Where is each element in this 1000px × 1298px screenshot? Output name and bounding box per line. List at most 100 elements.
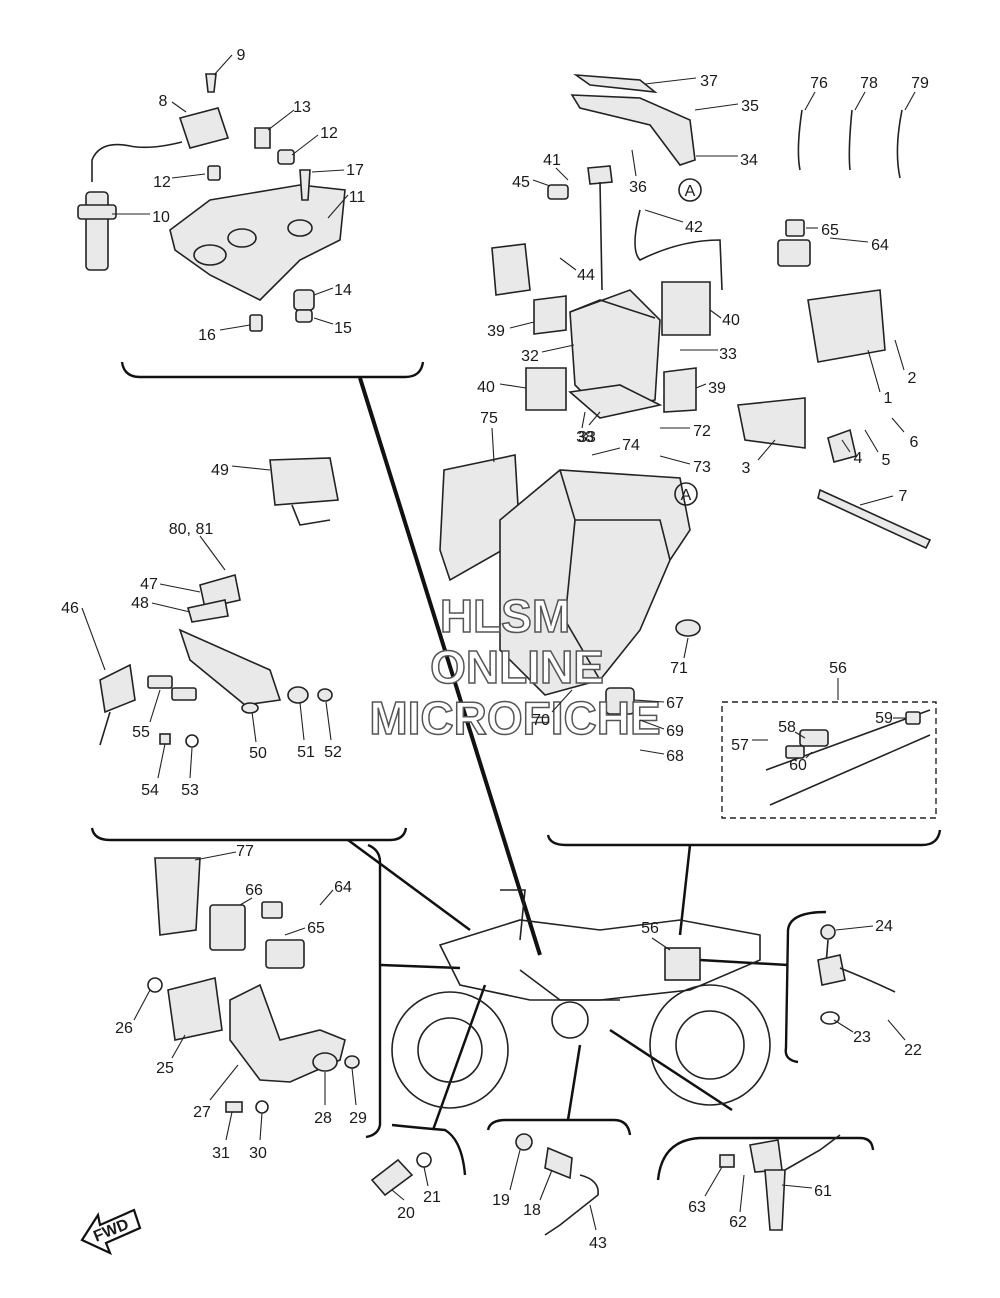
callout-number: 41 [543,152,561,169]
leader-line [259,1112,263,1141]
callout-number: 44 [577,267,595,284]
leader-line [284,927,306,936]
callout-number: 10 [152,209,170,226]
callout-number: 59 [875,710,893,727]
leader-line [311,169,345,173]
callout-number: 12 [153,174,171,191]
callout-number: 27 [193,1104,211,1121]
leader-line [157,743,166,779]
callout-number: 74 [622,437,640,454]
callout-number: 13 [293,99,311,116]
callout-number: 66 [245,882,263,899]
callout-number: 5 [882,452,891,469]
callout-number: 4 [854,450,863,467]
callout-number: 33 [719,346,737,363]
leader-line [841,439,851,453]
leader-line [491,427,495,463]
leader-line [213,54,233,76]
leader-line [149,689,161,723]
leader-line [683,637,689,659]
callout-number: 2 [908,370,917,387]
callout-number: 50 [249,745,267,762]
leader-line [904,91,916,111]
leader-line [651,937,671,951]
leader-line [644,209,684,223]
callout-number: 33 [578,429,596,446]
callout-number: 24 [875,918,893,935]
callout-number: 23 [853,1029,871,1046]
watermark-line-1: HLSM [440,590,570,642]
callout-number: 7 [899,488,908,505]
callout-number: 64 [871,237,889,254]
leader-line [591,447,621,456]
leader-line [391,1189,405,1201]
callout-number: 14 [334,282,352,299]
battery-group [439,73,932,715]
callout-number: 17 [346,162,364,179]
callout-number: 49 [211,462,229,479]
leader-line [704,1166,723,1197]
callout-number: 19 [492,1192,510,1209]
leader-line [859,495,894,506]
leader-line [267,109,295,131]
leader-line [551,689,573,713]
callout-number: 35 [741,98,759,115]
callout-number: 56 [829,660,847,677]
leader-line [351,1067,357,1106]
leader-line [209,1064,239,1101]
leader-line [171,1034,186,1059]
callout-number: 67 [666,695,684,712]
callout-number: 62 [729,1214,747,1231]
callout-number: 52 [324,744,342,761]
callout-number: 42 [685,219,703,236]
watermark-line-3: MICROFICHE [369,692,660,744]
callout-number: 18 [523,1202,541,1219]
callout-number: 68 [666,748,684,765]
callout-number: 12 [320,125,338,142]
callout-number: 6 [910,434,919,451]
leader-line [633,699,665,703]
leader-line [325,701,332,741]
leader-line [757,439,776,461]
callout-number: 26 [115,1020,133,1037]
callout-number: 40 [722,312,740,329]
leader-line [299,702,305,741]
leader-line [532,179,551,187]
callout-number: 25 [156,1060,174,1077]
leader-line [509,1149,521,1191]
leader-line [199,535,226,571]
callout-number: 53 [181,782,199,799]
fwd-arrow-icon [80,1208,142,1256]
callout-number: 79 [911,75,929,92]
leader-line [313,287,334,296]
callout-number: 70 [532,712,550,729]
callout-number: 30 [249,1145,267,1162]
leader-line [709,309,722,319]
callout-number: 29 [349,1110,367,1127]
callout-number: 69 [666,723,684,740]
leader-line [794,731,806,739]
callout-number: 58 [778,719,796,736]
leader-line [829,237,869,243]
panel-borders [90,361,942,1181]
leader-line [644,77,697,85]
leader-line [804,91,816,111]
leader-line [319,889,334,906]
callout-number: 77 [236,843,254,860]
leader-line [239,897,253,906]
callout-number: 56 [641,920,659,937]
leader-line [781,1184,813,1189]
callout-number: 9 [237,47,246,64]
callout-number: 39 [487,323,505,340]
leader-line [639,719,665,730]
callout-number: 45 [512,174,530,191]
inset-56-box [721,701,937,819]
callout-number: 40 [477,379,495,396]
callout-number: 34 [740,152,758,169]
leader-line [231,465,271,471]
callout-number: 65 [307,920,325,937]
callout-number: 73 [693,459,711,476]
leader-line [555,167,569,181]
pointer-lines [347,377,789,1131]
